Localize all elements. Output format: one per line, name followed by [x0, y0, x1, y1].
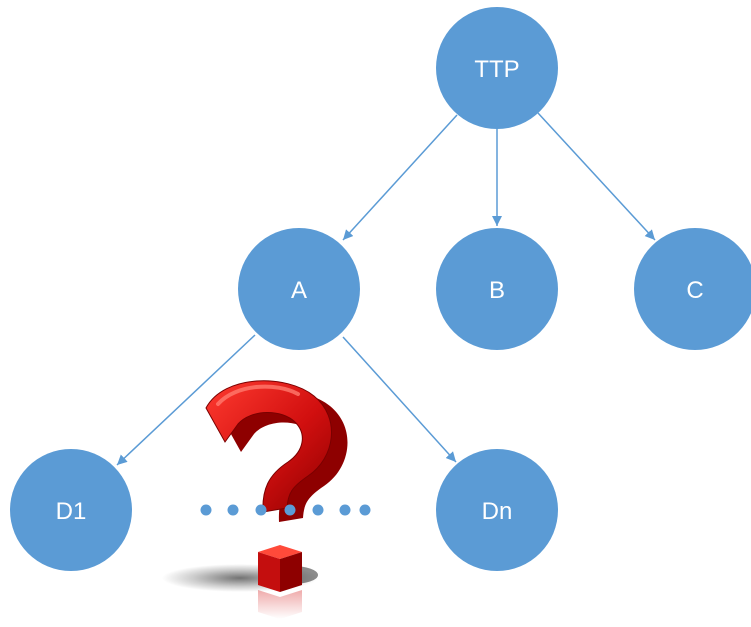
question-mark-icon	[162, 380, 348, 619]
node-a: A	[238, 228, 360, 350]
node-dn: Dn	[436, 449, 558, 571]
node-a-label: A	[291, 277, 307, 304]
ellipsis-dot	[339, 504, 351, 516]
ellipsis-dot	[227, 504, 239, 516]
node-b: B	[436, 228, 558, 350]
ellipsis-dot	[312, 504, 324, 516]
node-ttp: TTP	[436, 7, 558, 129]
node-b-label: B	[489, 277, 505, 304]
node-c: C	[634, 228, 751, 350]
edge-a-d1	[116, 334, 256, 466]
ellipsis-dot	[359, 504, 371, 516]
edge-a-dn	[342, 336, 457, 463]
node-ttp-label: TTP	[474, 56, 519, 83]
ellipsis-dot	[284, 504, 296, 516]
ellipsis-dot	[200, 504, 212, 516]
edges	[116, 112, 656, 466]
edge-ttp-c	[537, 112, 656, 241]
node-d1: D1	[10, 449, 132, 571]
node-dn-label: Dn	[482, 498, 513, 525]
node-d1-label: D1	[56, 498, 87, 525]
dotted-ellipsis	[200, 504, 371, 516]
ellipsis-dot	[255, 504, 267, 516]
node-c-label: C	[686, 277, 703, 304]
edge-ttp-a	[342, 114, 458, 241]
